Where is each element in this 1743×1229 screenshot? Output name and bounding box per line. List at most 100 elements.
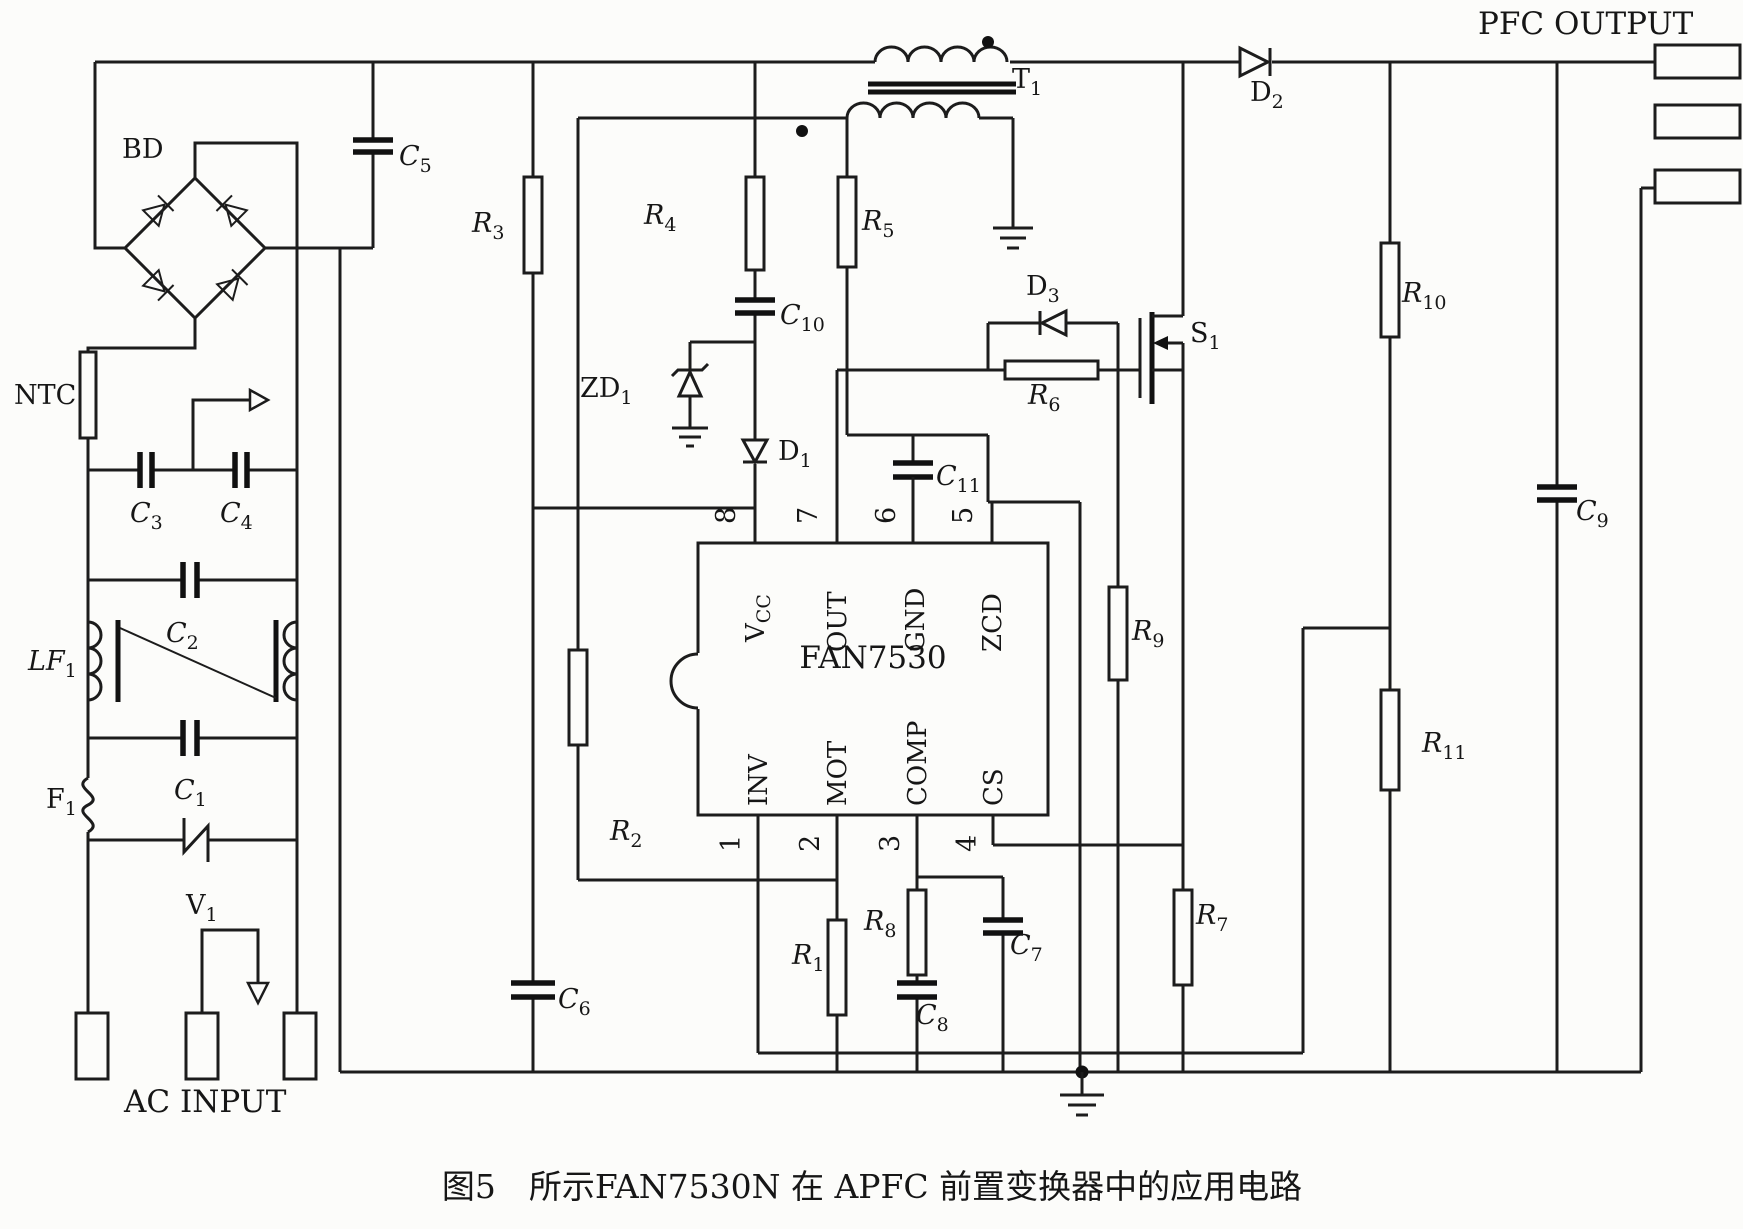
pfc-terminal-2 bbox=[1653, 103, 1742, 140]
t1-label: T1 bbox=[1012, 64, 1042, 100]
ic-pin4-number: 4 bbox=[952, 835, 983, 852]
ic-pin8-name: VCC bbox=[741, 594, 775, 643]
v1-label: V1 bbox=[185, 890, 218, 926]
pfc-output-title: PFC OUTPUT bbox=[1478, 6, 1694, 42]
s1-arrow-icon bbox=[1153, 336, 1168, 350]
ic-pin3-number: 3 bbox=[875, 835, 906, 852]
c8-label: C8 bbox=[916, 1000, 949, 1036]
ic-top-pin-stubs bbox=[753, 477, 994, 543]
c9-capacitor bbox=[1537, 484, 1577, 503]
ac-input-title: AC INPUT bbox=[123, 1084, 287, 1120]
ac-terminal-2 bbox=[184, 1011, 220, 1081]
ic-pin6-name: GND bbox=[901, 588, 931, 652]
bd-label: BD bbox=[122, 134, 164, 165]
inv-feedback-wire bbox=[756, 626, 1390, 1055]
r11-resistor bbox=[1379, 688, 1401, 792]
c5-branch-wire bbox=[265, 62, 375, 1072]
bridge-diamond bbox=[122, 175, 268, 321]
v1-varistor bbox=[182, 818, 210, 862]
c5-label: C5 bbox=[399, 141, 432, 177]
c10-label: C10 bbox=[780, 300, 825, 336]
r5-label: R5 bbox=[861, 206, 894, 242]
r2-column-wire bbox=[576, 118, 837, 882]
r10-resistor bbox=[1379, 241, 1401, 339]
r3-c6-column-wire bbox=[531, 62, 755, 1072]
ic-pin8-number: 8 bbox=[711, 507, 742, 524]
gate-drive-wire bbox=[835, 321, 1140, 1072]
transformer-primary-winding bbox=[873, 45, 1009, 63]
top-rail-wire bbox=[93, 60, 1655, 250]
bridge-diode-4 bbox=[215, 268, 249, 302]
r10-label: R10 bbox=[1401, 278, 1447, 314]
bridge-bottom-branch-wire bbox=[86, 318, 197, 1013]
r3-label: R3 bbox=[471, 208, 504, 244]
d3-label: D3 bbox=[1026, 271, 1060, 307]
r3-resistor bbox=[522, 175, 544, 275]
c4-capacitor bbox=[232, 452, 250, 488]
lf1-diagonal bbox=[119, 627, 277, 699]
r2-label: R2 bbox=[609, 816, 642, 852]
secondary-ground-symbol bbox=[993, 226, 1033, 250]
zd1-zener-diode bbox=[676, 368, 704, 398]
bridge-diode-1 bbox=[141, 194, 175, 228]
d1-diode bbox=[740, 438, 770, 466]
f1-fuse bbox=[81, 776, 95, 834]
c4-label: C4 bbox=[220, 498, 253, 534]
c2-capacitor bbox=[180, 562, 200, 598]
c3-c4-row-wire bbox=[88, 398, 297, 472]
zd1-ground-symbol bbox=[672, 426, 708, 448]
r7-resistor bbox=[1172, 888, 1194, 987]
comp-network-wire bbox=[915, 815, 1005, 1072]
ic-pin2-name: MOT bbox=[823, 740, 853, 806]
transformer-secondary-winding bbox=[578, 101, 1015, 228]
c1-label: C1 bbox=[174, 775, 207, 811]
ac-terminal-3 bbox=[282, 1011, 318, 1081]
ac-terminal-1 bbox=[74, 1011, 110, 1081]
d3-diode bbox=[1038, 308, 1068, 338]
c5-capacitor bbox=[353, 137, 393, 155]
secondary-polarity-dot bbox=[796, 125, 808, 137]
ic-notch-mask bbox=[694, 653, 702, 709]
ic-pin6-number: 6 bbox=[871, 507, 902, 524]
lf1-left-winding bbox=[87, 620, 103, 702]
r1-resistor bbox=[826, 918, 848, 1017]
earth-arrow-icon bbox=[248, 387, 271, 413]
c8-capacitor bbox=[897, 980, 937, 1000]
d2-label: D2 bbox=[1250, 77, 1284, 113]
main-ground-symbol bbox=[1060, 1072, 1104, 1117]
bridge-diode-2 bbox=[215, 194, 249, 228]
transformer-core bbox=[868, 81, 1016, 95]
ic-pin4-name: CS bbox=[979, 768, 1009, 806]
cs-sense-wire bbox=[991, 815, 1185, 1072]
s1-source-wire bbox=[1152, 341, 1185, 845]
r7-label: R7 bbox=[1195, 900, 1228, 936]
r8-resistor bbox=[906, 888, 928, 977]
ic-pin2-number: 2 bbox=[795, 835, 826, 852]
c7-label: C7 bbox=[1010, 930, 1043, 966]
pfc-terminal-3 bbox=[1653, 168, 1742, 205]
r9-resistor bbox=[1107, 585, 1129, 682]
r5-resistor bbox=[836, 175, 858, 269]
ic-pin7-number: 7 bbox=[793, 507, 824, 524]
r4-label: R4 bbox=[643, 200, 676, 236]
figure-caption: 图5 所示FAN7530N 在 APFC 前置变换器中的应用电路 bbox=[442, 1167, 1302, 1206]
c6-capacitor bbox=[511, 980, 555, 1000]
ic-notch bbox=[669, 652, 699, 710]
c7-capacitor bbox=[983, 917, 1023, 936]
ic-pin5-number: 5 bbox=[948, 507, 979, 524]
ntc-resistor bbox=[78, 350, 98, 440]
f1-label: F1 bbox=[46, 784, 77, 820]
pfc-terminal-1 bbox=[1653, 43, 1742, 80]
ic-pin3-name: COMP bbox=[903, 721, 933, 806]
output-return-wire bbox=[1639, 186, 1655, 1072]
ntc-label: NTC bbox=[14, 380, 76, 411]
ic-pin1-name: INV bbox=[744, 753, 774, 806]
r6-label: R6 bbox=[1027, 380, 1060, 416]
r6-resistor bbox=[1003, 359, 1100, 381]
s1-drain-wire bbox=[1152, 62, 1185, 318]
c6-label: C6 bbox=[558, 984, 591, 1020]
ic-pin7-name: OUT bbox=[823, 591, 853, 652]
r11-label: R11 bbox=[1421, 728, 1467, 764]
bridge-top-branch-wire bbox=[193, 141, 299, 1013]
